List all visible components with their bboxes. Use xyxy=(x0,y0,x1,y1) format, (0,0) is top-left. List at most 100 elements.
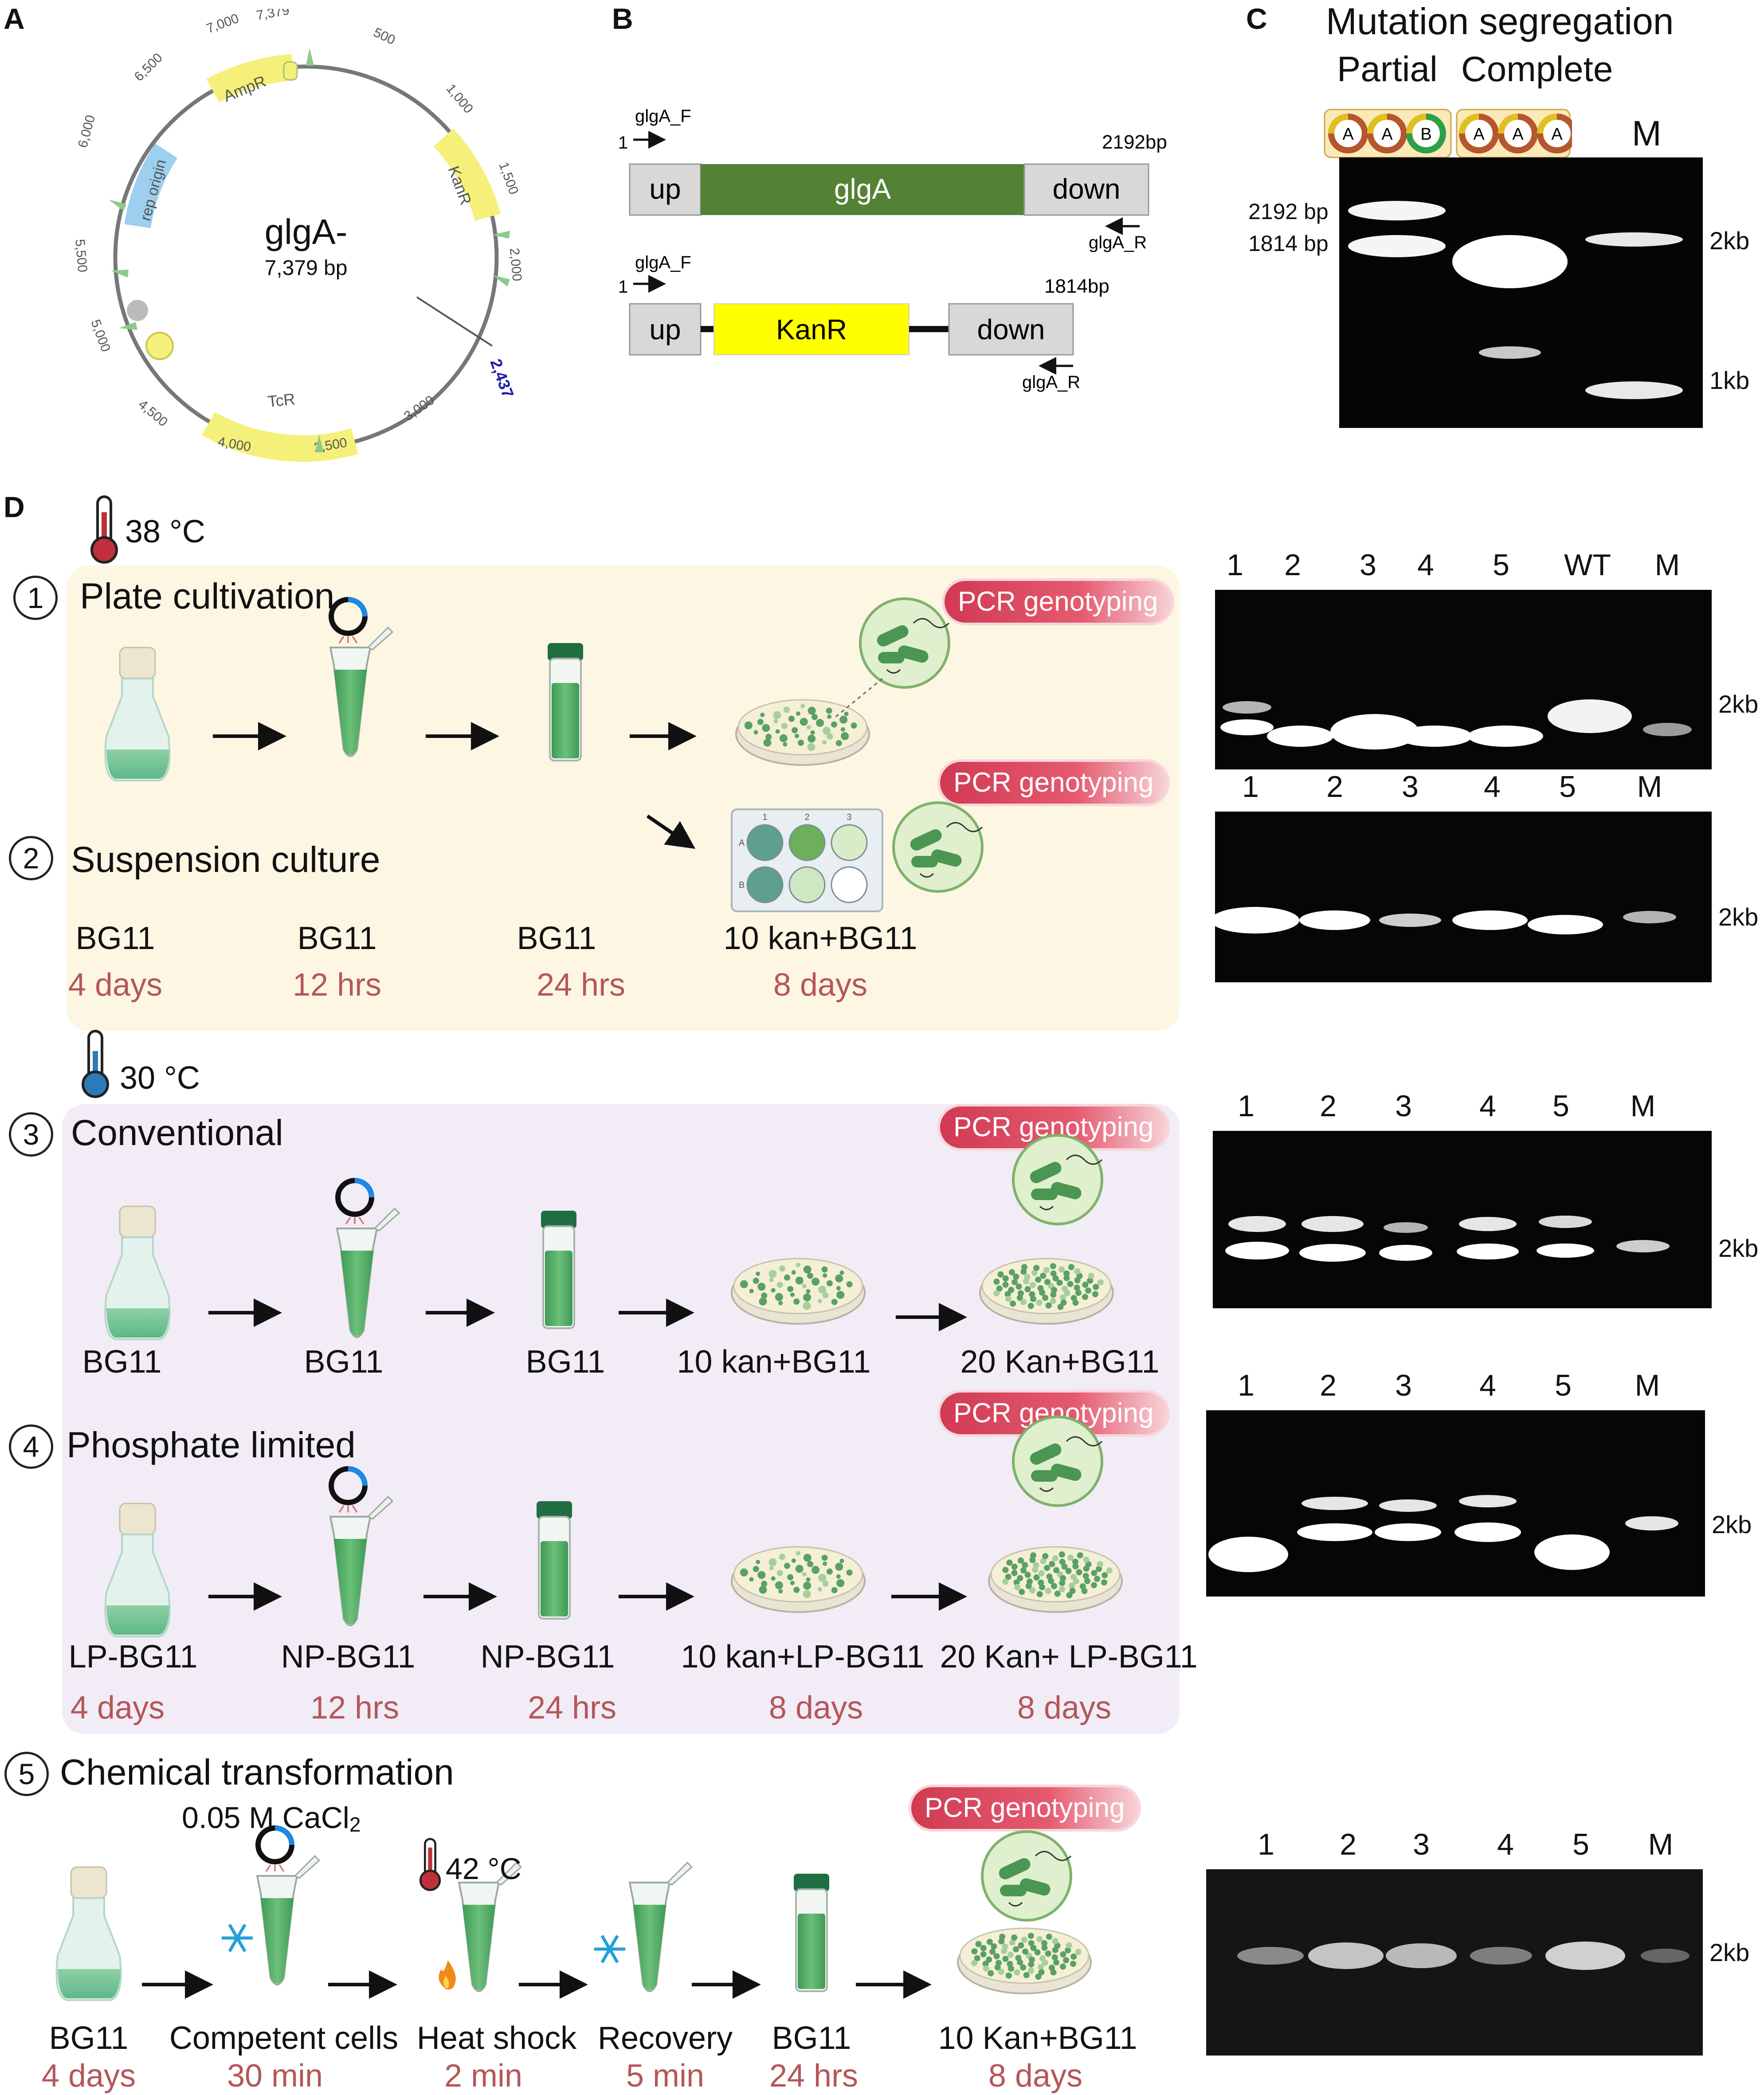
plasmid-map: 2,437 AmpR KanR TcR rep origin glgA- 7,3… xyxy=(72,9,524,462)
petri-dish-icon xyxy=(957,1927,1092,1994)
cacl2-label: 0.05 M CaCl2 xyxy=(182,1801,361,1836)
duration-label: 2 min xyxy=(444,2058,523,2094)
step-4-title: Phosphate limited xyxy=(67,1425,356,1465)
pcr-genotyping-badge-2: PCR genotyping xyxy=(940,762,1167,804)
lane-label: 1 xyxy=(1238,1369,1254,1402)
medium-label: BG11 xyxy=(82,1344,162,1380)
duration-label: 24 hrs xyxy=(527,1690,617,1726)
panel-c-kb-high: 2kb xyxy=(1709,227,1750,255)
step-4-number: 4 xyxy=(9,1424,53,1469)
rep-origin-feature xyxy=(124,143,178,228)
thermometer-cool-icon xyxy=(82,1030,109,1098)
pcr-gel-image xyxy=(1215,590,1712,769)
petri-dish-icon xyxy=(988,1546,1123,1613)
flask-icon xyxy=(104,1205,171,1340)
lane-label: M xyxy=(1637,770,1662,804)
eppendorf-tube-icon xyxy=(329,1466,394,1626)
allele-letter: A xyxy=(1512,125,1524,144)
culture-tube-icon xyxy=(541,1211,576,1329)
step-5-title: Chemical transformation xyxy=(60,1752,454,1793)
well xyxy=(788,866,826,903)
medium-label: BG11 xyxy=(297,921,377,956)
marker-size-label: 2kb xyxy=(1709,1938,1750,1966)
eppendorf-tube-icon xyxy=(628,1861,693,1992)
culture-tube-icon xyxy=(537,1501,572,1620)
lane-label: 2 xyxy=(1320,1089,1337,1123)
medium-label: 10 kan+LP-BG11 xyxy=(681,1639,925,1675)
tcr-label: TcR xyxy=(267,390,296,411)
medium-label: BG11 xyxy=(75,921,155,956)
step-label: Recovery xyxy=(597,2020,733,2056)
duration-label: 24 hrs xyxy=(769,2058,858,2094)
marker-size-label: 2kb xyxy=(1718,1234,1759,1262)
mut-down-label: down xyxy=(977,314,1045,345)
plasmid-size: 7,379 bp xyxy=(265,256,348,280)
step-2-number: 2 xyxy=(9,836,53,880)
plasmid-name: glgA- xyxy=(265,212,348,251)
medium-label: NP-BG11 xyxy=(480,1639,615,1675)
tcr-feature xyxy=(202,412,359,462)
lane-label: 4 xyxy=(1497,1828,1514,1861)
wt-down-label: down xyxy=(1053,173,1121,205)
lane-label: 3 xyxy=(1413,1828,1430,1861)
lane-label: 4 xyxy=(1417,548,1434,582)
pcr-gel-image xyxy=(1206,1410,1705,1597)
eppendorf-tube-icon xyxy=(329,597,394,757)
lane-label: 1 xyxy=(1227,548,1243,582)
lane-label: 4 xyxy=(1479,1369,1496,1402)
flame-icon xyxy=(439,1960,456,1990)
lane-label: 5 xyxy=(1572,1828,1589,1861)
marker-size-label: 2kb xyxy=(1718,903,1759,931)
panel-c-letter: C xyxy=(1246,2,1267,35)
medium-label: 10 kan+BG11 xyxy=(723,921,917,956)
step-label: 10 Kan+BG11 xyxy=(938,2020,1137,2056)
pcr-gel-image xyxy=(1215,812,1712,982)
step-1-title: Plate cultivation xyxy=(80,576,335,616)
duration-label: 12 hrs xyxy=(310,1690,400,1726)
cell-zoom-bubble xyxy=(981,1830,1072,1922)
band-marker-1kb xyxy=(1585,381,1683,399)
plate-row-label: B xyxy=(739,880,745,890)
panel-c-bp-high: 2192 bp xyxy=(1248,199,1329,224)
plate-col-label: 2 xyxy=(804,812,809,822)
allele-letter: B xyxy=(1420,125,1431,144)
panel-c-bands xyxy=(1348,201,1683,399)
mut-gene-label: KanR xyxy=(776,314,847,345)
step-label: Heat shock xyxy=(416,2020,577,2056)
lane-label: M xyxy=(1654,548,1680,582)
allele-letter: A xyxy=(1473,125,1485,144)
culture-tube-icon xyxy=(794,1874,829,1992)
pcr-gel-image xyxy=(1213,1131,1712,1308)
band-marker-2kb xyxy=(1585,232,1683,247)
lane-label: 3 xyxy=(1402,770,1419,804)
lane-label: 1 xyxy=(1238,1089,1254,1123)
medium-label: LP-BG11 xyxy=(68,1639,198,1675)
thermometer-hot-icon xyxy=(90,495,118,564)
duration-label: 4 days xyxy=(70,1690,165,1726)
well xyxy=(746,866,784,903)
lane-label: M xyxy=(1630,1089,1656,1123)
thermometer-heat-icon xyxy=(419,1838,441,1891)
mut-fwd-primer: glgA_F xyxy=(635,253,691,272)
lane-label: 5 xyxy=(1493,548,1509,582)
lane-label: 1 xyxy=(1242,770,1259,804)
eppendorf-tube-icon xyxy=(255,1825,321,1985)
marker-size-label: 2kb xyxy=(1718,690,1759,718)
panel-c-partial: Partial xyxy=(1337,49,1438,89)
panel-c-complete: Complete xyxy=(1461,49,1613,89)
allele-letter: A xyxy=(1551,125,1563,144)
medium-label: NP-BG11 xyxy=(281,1639,416,1675)
gene-construct-diagram: glgA_F 1 2192bp up glgA down glgA_R glgA… xyxy=(618,106,1167,392)
pcr-gel-image xyxy=(1206,1869,1703,2056)
marker-size-label: 2kb xyxy=(1712,1510,1752,1538)
eppendorf-tube-icon xyxy=(335,1178,400,1338)
temp-30: 30 °C xyxy=(120,1060,200,1096)
lane-label: 4 xyxy=(1479,1089,1496,1123)
petri-dish-icon xyxy=(731,1258,866,1325)
wt-start: 1 xyxy=(618,133,628,153)
